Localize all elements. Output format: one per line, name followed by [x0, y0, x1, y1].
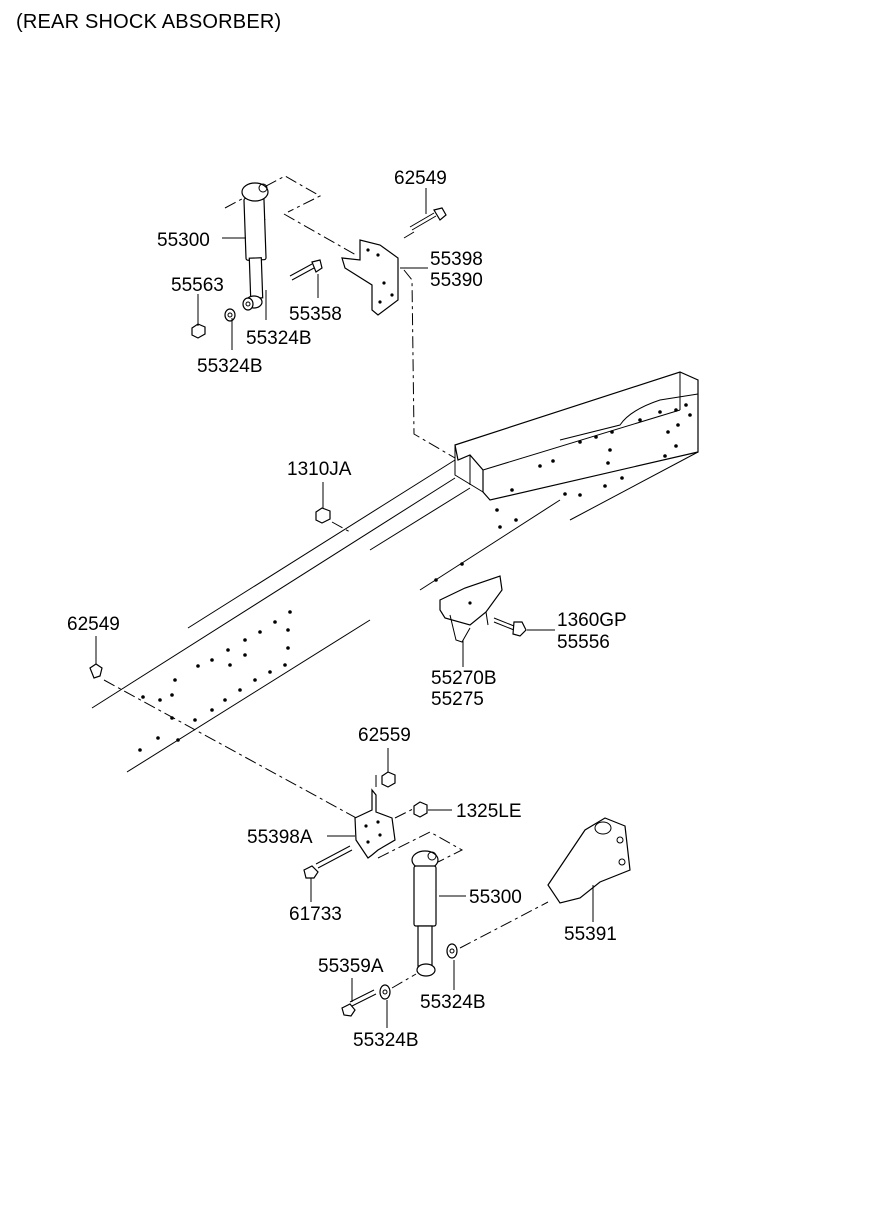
rivet-holes-rear: [495, 403, 692, 529]
washer-55324B-bottom-right: [446, 943, 458, 959]
bracket-55391: [459, 817, 631, 949]
washer-55324B-bottom-left: [379, 984, 391, 1000]
diagram-title: (REAR SHOCK ABSORBER): [16, 11, 282, 33]
label-62549-left: 62549: [67, 614, 120, 635]
washer-55324B-top-left: [224, 308, 236, 322]
label-55324B-top-right: 55324B: [246, 328, 312, 349]
label-61733: 61733: [289, 904, 342, 925]
washer-55324B-top-right: [242, 297, 254, 311]
label-55324B-bottom-left: 55324B: [353, 1030, 419, 1051]
label-1325LE: 1325LE: [456, 801, 522, 822]
bolt-55359A: [341, 973, 417, 1017]
bolt-1360GP: [493, 617, 527, 637]
label-55556: 55556: [557, 632, 610, 653]
bolt-55358: [289, 259, 323, 281]
bolt-62549-left: [89, 663, 361, 821]
label-55324B-top-left: 55324B: [197, 356, 263, 377]
nut-1310JA: [315, 507, 351, 533]
label-55398: 55398: [430, 249, 483, 270]
label-62559: 62559: [358, 725, 411, 746]
label-55359A: 55359A: [318, 956, 384, 977]
label-62549-top: 62549: [394, 168, 447, 189]
bolt-61733: [303, 845, 353, 879]
nut-62559: [381, 771, 396, 788]
bracket-top-55398: [341, 239, 399, 316]
rivet-holes-front: [138, 562, 464, 752]
nut-55563: [191, 323, 206, 339]
nut-1325LE: [413, 801, 428, 818]
shock-absorber-bottom: [377, 831, 464, 977]
bolt-62549-top: [409, 207, 447, 231]
label-1310JA: 1310JA: [287, 459, 352, 480]
label-55300-bottom: 55300: [469, 887, 522, 908]
label-1360GP: 1360GP: [557, 610, 627, 631]
frame-rail: [91, 371, 699, 773]
bracket-55270B: [439, 575, 503, 643]
label-55270B: 55270B: [431, 668, 497, 689]
label-55324B-bottom-right: 55324B: [420, 992, 486, 1013]
label-55358: 55358: [289, 304, 342, 325]
label-55563: 55563: [171, 275, 224, 296]
part-labels: 62549 55300 55398 55390 55563 55358 5532…: [67, 168, 627, 1051]
label-55300-top: 55300: [157, 230, 210, 251]
label-55398A: 55398A: [247, 827, 313, 848]
label-55275: 55275: [431, 689, 484, 710]
bracket-bottom-55398A: [354, 775, 416, 859]
leader-lines: [95, 188, 594, 1028]
shock-absorber-top: [224, 175, 322, 309]
label-55391: 55391: [564, 924, 617, 945]
label-55390: 55390: [430, 270, 483, 291]
